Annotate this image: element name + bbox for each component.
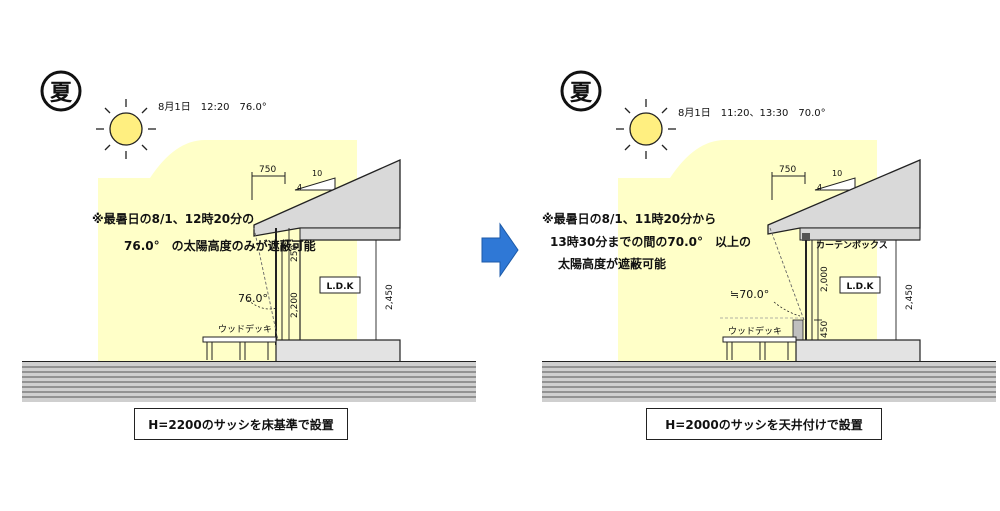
note-line-1: ※最暑日の8/1、11時20分から bbox=[542, 211, 716, 226]
slope-run: 10 bbox=[312, 169, 322, 178]
dim-450: 450 bbox=[820, 321, 830, 338]
right-section-svg: 夏 8月1日 11:20、13:30 70.0° 750 10 4 bbox=[542, 70, 996, 402]
curtain-box bbox=[802, 233, 810, 241]
wood-deck bbox=[722, 336, 797, 360]
ground-hatch bbox=[542, 366, 996, 398]
sun-ray bbox=[769, 227, 805, 321]
slope-indicator bbox=[771, 172, 856, 200]
room-label: L.D.K bbox=[326, 282, 354, 292]
floor-slab bbox=[275, 339, 401, 363]
left-section-svg: 夏 8月1日 12:20 76.0° 750 10 4 bbox=[22, 70, 476, 402]
floor-slab bbox=[795, 339, 921, 363]
dimension-lines bbox=[285, 228, 380, 341]
ceiling-slab bbox=[799, 227, 921, 241]
right-caption: H=2000のサッシを天井付けで設置 bbox=[646, 408, 882, 440]
season-badge-text: 夏 bbox=[570, 81, 593, 106]
dim-750: 750 bbox=[259, 165, 276, 175]
angle-label: 76.0° bbox=[238, 292, 268, 305]
dim-2200: 2,200 bbox=[290, 292, 300, 318]
sun-ray bbox=[253, 227, 279, 341]
date-caption: 8月1日 12:20 76.0° bbox=[158, 101, 267, 113]
room-label: L.D.K bbox=[846, 282, 874, 292]
sun-zone bbox=[98, 140, 357, 362]
note-line-1: ※最暑日の8/1、12時20分の bbox=[92, 211, 254, 226]
angle-label: ≒70.0° bbox=[730, 288, 769, 301]
left-diagram-panel: 夏 8月1日 12:20 76.0° 750 10 4 bbox=[0, 0, 480, 507]
dim-2000: 2,000 bbox=[820, 266, 830, 292]
dimension-lines bbox=[814, 239, 900, 341]
left-caption: H=2200のサッシを床基準で設置 bbox=[134, 408, 348, 440]
slope-rise: 4 bbox=[297, 183, 302, 192]
slope-rise: 4 bbox=[817, 183, 822, 192]
slope-indicator bbox=[251, 172, 336, 200]
dim-2450: 2,450 bbox=[385, 284, 395, 310]
dim-2450: 2,450 bbox=[905, 284, 915, 310]
sun-icon bbox=[96, 99, 156, 159]
right-diagram-panel: 夏 8月1日 11:20、13:30 70.0° 750 10 4 bbox=[520, 0, 1000, 507]
season-badge-text: 夏 bbox=[50, 81, 73, 106]
note-line-2: 13時30分までの間の70.0° 以上の bbox=[550, 234, 751, 249]
dim-750: 750 bbox=[779, 165, 796, 175]
room-label-box bbox=[839, 276, 881, 294]
wood-deck bbox=[202, 336, 277, 360]
curtain-box-label: カーテンボックス bbox=[816, 239, 888, 251]
season-badge: 夏 bbox=[40, 70, 82, 112]
dim-250: 250 bbox=[290, 245, 300, 262]
room-label-box bbox=[319, 276, 361, 294]
deck-label: ウッドデッキ bbox=[218, 323, 272, 335]
arrow-icon bbox=[481, 222, 519, 278]
note-line-3: 太陽高度が遮蔽可能 bbox=[558, 256, 666, 271]
deck-label: ウッドデッキ bbox=[728, 325, 782, 337]
ground-hatch bbox=[22, 366, 476, 398]
note-line-2: 76.0° の太陽高度のみが遮蔽可能 bbox=[124, 238, 316, 253]
date-caption: 8月1日 11:20、13:30 70.0° bbox=[678, 107, 826, 119]
season-badge: 夏 bbox=[560, 70, 602, 112]
sun-icon bbox=[616, 99, 676, 159]
slope-run: 10 bbox=[832, 169, 842, 178]
